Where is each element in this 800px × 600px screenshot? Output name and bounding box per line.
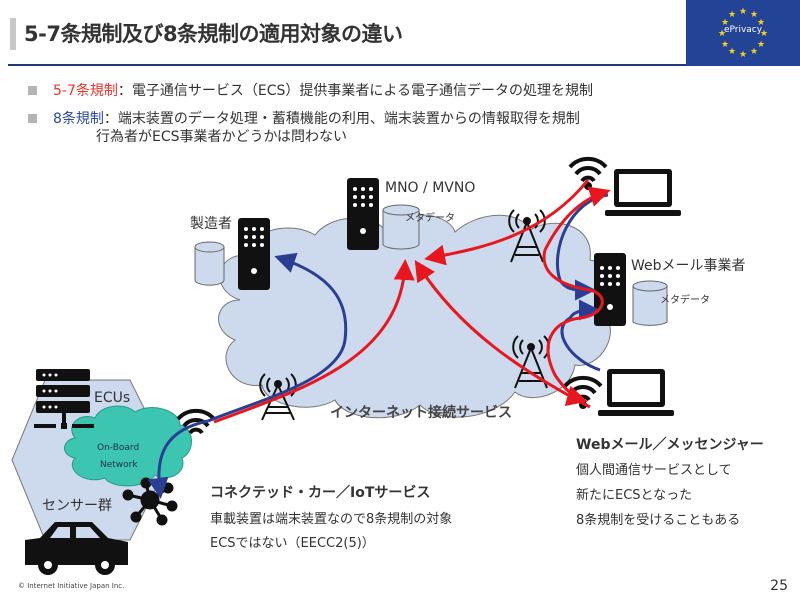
svg-text:★: ★ [739, 7, 747, 17]
title-divider [8, 64, 686, 66]
eu-stars-icon: ★★★ ★★ ★★ ★★ ★★★ [718, 7, 768, 60]
webmail-line1: 個人間通信サービスとして [576, 463, 732, 478]
ecus-label: ECUs [94, 390, 131, 406]
webmail-title: Webメール／メッセンジャー [576, 437, 764, 453]
svg-text:★: ★ [760, 29, 768, 39]
svg-text:★: ★ [728, 10, 736, 20]
svg-text:★: ★ [721, 18, 729, 28]
svg-text:★: ★ [757, 18, 765, 28]
bullet-square-icon [28, 85, 37, 95]
wifi-icon-car [176, 408, 216, 435]
bullet-art8: 8条規制 ：端末装置のデータ処理・蓄積機能の利用、端末装置からの情報取得を規制 [28, 104, 593, 132]
eprivacy-label: ePrivacy [723, 25, 763, 35]
ecu-server-icon [34, 369, 94, 429]
webmail-metadata-label: メタデータ [660, 295, 710, 306]
cell-tower-icon [508, 209, 546, 263]
webmail-line2: 新たにECSとなった [576, 488, 693, 503]
sensors-label: センサー群 [42, 498, 112, 514]
mno-server-icon [347, 178, 379, 250]
webmail-provider-label: Webメール事業者 [631, 258, 746, 274]
manufacturer-label: 製造者 [190, 216, 232, 232]
svg-text:★: ★ [718, 29, 726, 39]
manufacturer-database-icon [194, 241, 225, 286]
art8-flow-arrows [147, 193, 609, 499]
connected-car-line1: 車載装置は端末装置なので8条規制の対象 [210, 512, 453, 527]
bullet-art57: 5-7条規制 ：電子通信サービス（ECS）提供事業者による電子通信データの処理を… [28, 76, 593, 104]
page-number: 25 [770, 578, 788, 594]
car-icon [25, 522, 128, 575]
webmail-database-icon [632, 280, 668, 326]
bullet-text-art57: ：電子通信サービス（ECS）提供事業者による電子通信データの処理を規制 [117, 83, 593, 99]
page-title: 5-7条規制及び8条規制の適用対象の違い [24, 22, 403, 46]
connected-car-line2: ECSではない（EECC2(5)） [210, 536, 375, 551]
connected-car-title: コネクテッド・カー／IoTサービス [210, 485, 431, 501]
svg-text:★: ★ [728, 47, 736, 57]
svg-text:★: ★ [750, 10, 758, 20]
mno-database-icon [382, 204, 420, 250]
onboard-label-1: On-Board [97, 443, 140, 453]
internet-service-label: インターネット接続サービス [330, 405, 512, 421]
manufacturer-server-icon [238, 218, 270, 290]
bullet-text-art8: ：端末装置のデータ処理・蓄積機能の利用、端末装置からの情報取得を規制 [103, 111, 580, 127]
laptop-icon-bottom [598, 369, 674, 416]
bullet-label-art57: 5-7条規制 [53, 83, 118, 99]
bullet-label-art8: 8条規制 [53, 111, 104, 127]
wifi-icon-top [568, 156, 608, 190]
mno-label: MNO / MVNO [385, 180, 476, 196]
eprivacy-eu-flag: ★★★ ★★ ★★ ★★ ★★★ ePrivacy [686, 0, 800, 66]
bullet-continuation-art8: 行為者がECS事業者かどうかは問わない [96, 129, 347, 145]
svg-text:★: ★ [750, 47, 758, 57]
svg-text:★: ★ [739, 50, 747, 60]
webmail-server-icon [594, 253, 626, 326]
bullet-list: 5-7条規制 ：電子通信サービス（ECS）提供事業者による電子通信データの処理を… [28, 76, 593, 132]
title-accent-bar [10, 18, 16, 50]
art57-flow-arrows [213, 179, 611, 424]
copyright: © Internet Initiative Japan Inc. [18, 582, 125, 590]
webmail-line3: 8条規制を受けることもある [576, 513, 741, 528]
onboard-label-2: Network [100, 460, 138, 470]
svg-text:★: ★ [757, 40, 765, 50]
mno-metadata-label: メタデータ [405, 213, 455, 224]
bullet-square-icon [28, 113, 37, 123]
svg-text:★: ★ [721, 40, 729, 50]
laptop-icon-top [605, 169, 681, 216]
